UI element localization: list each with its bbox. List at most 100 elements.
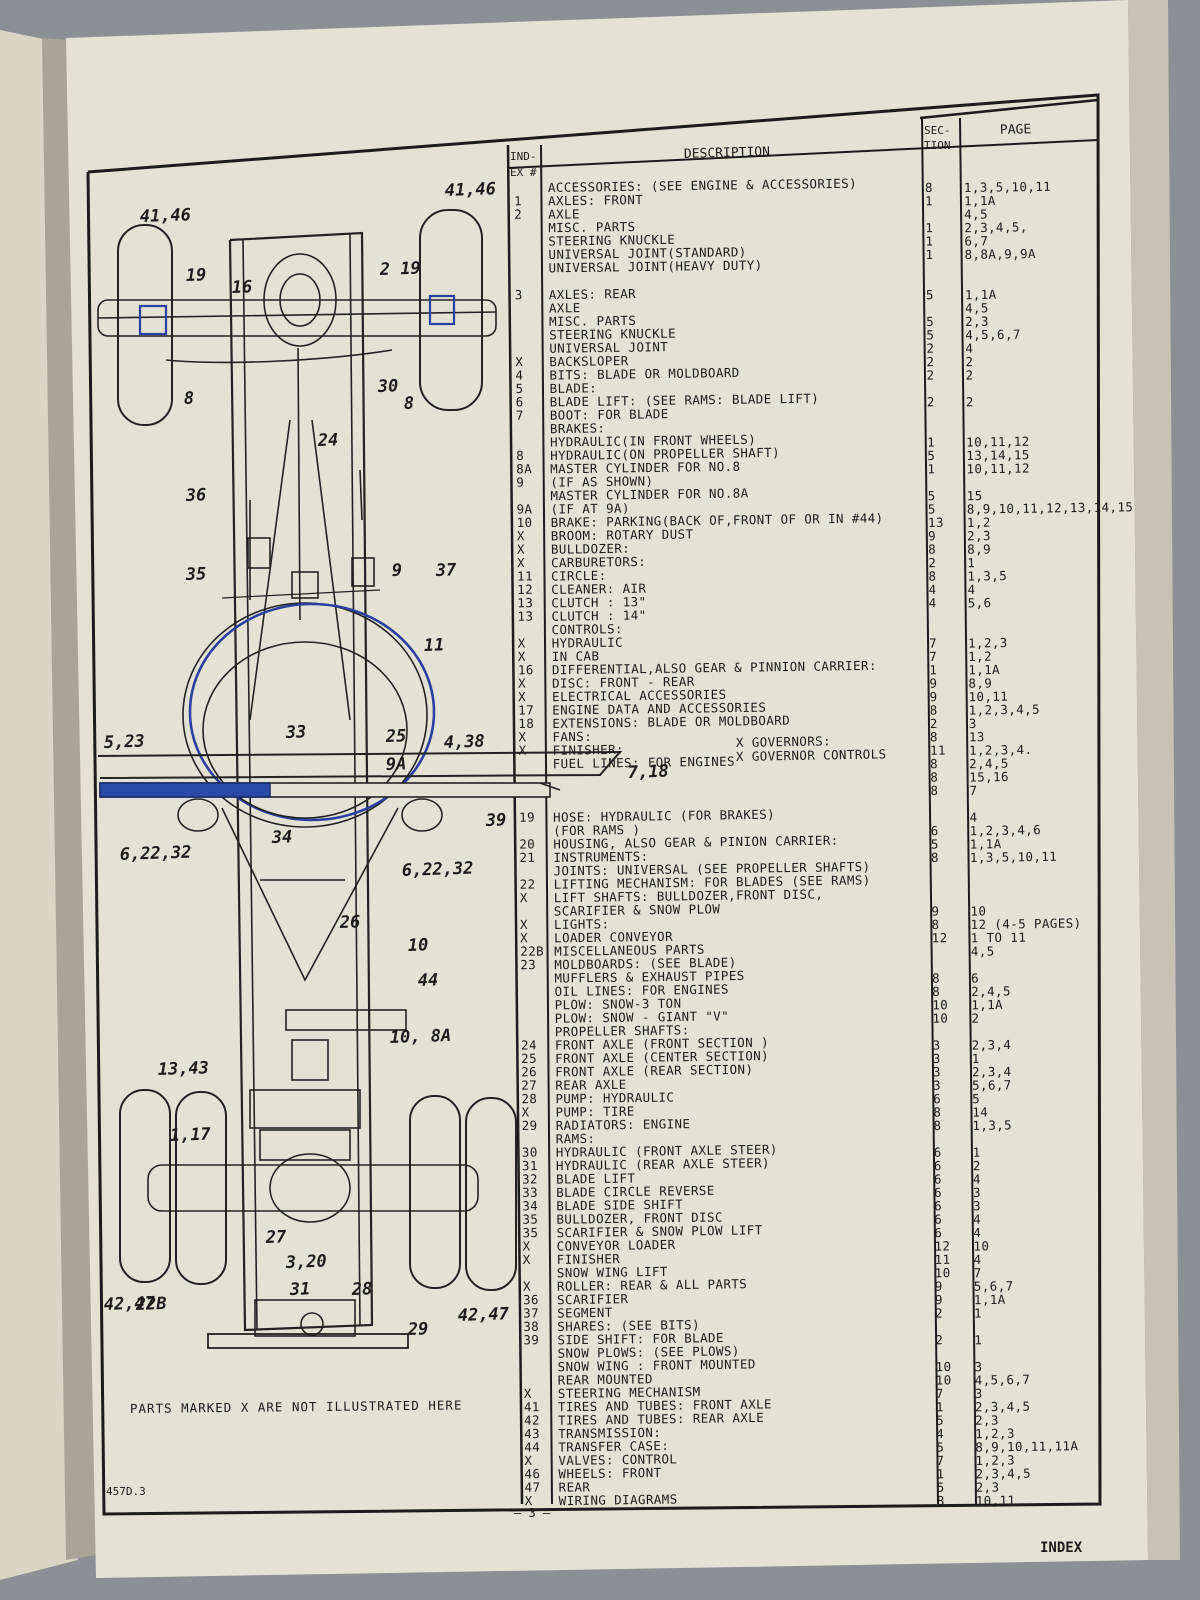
row-section: 3	[933, 1064, 941, 1079]
left-page-edge	[0, 30, 78, 1580]
row-description: BACKSLOPER	[549, 353, 629, 369]
row-description: WIRING DIAGRAMS	[559, 1492, 678, 1509]
row-page: 10	[973, 1238, 989, 1253]
row-index: 20	[519, 836, 535, 851]
row-section: 2	[926, 341, 934, 356]
row-section: 2	[927, 367, 935, 382]
callout-label: 8	[403, 394, 414, 414]
row-section: 2	[926, 354, 934, 369]
row-index: X	[515, 354, 523, 369]
row-description: FRONT AXLE (CENTER SECTION)	[555, 1048, 769, 1066]
row-page: 15	[967, 488, 983, 503]
row-page: 1,1A	[974, 1292, 1006, 1307]
callout-label: 41,46	[139, 205, 191, 227]
row-index: 32	[522, 1171, 538, 1186]
table-row: UNIVERSAL JOINT(HEAVY DUTY)	[548, 257, 762, 275]
row-description: ACCESSORIES: (SEE ENGINE & ACCESSORIES)	[548, 176, 857, 195]
row-page: 2,3,4	[972, 1064, 1012, 1080]
row-index: 42	[524, 1413, 540, 1428]
row-index: 27	[521, 1078, 537, 1093]
row-page: 4	[970, 810, 978, 825]
row-description: BROOM: ROTARY DUST	[551, 526, 694, 543]
row-description: UNIVERSAL JOINT(HEAVY DUTY)	[548, 257, 762, 275]
row-section: 5	[926, 314, 934, 329]
row-description: FUEL LINES: FOR ENGINES	[553, 754, 735, 772]
row-page: 2,4,5	[971, 983, 1011, 999]
row-page: 4	[965, 341, 973, 356]
chassis-diagram	[97, 209, 623, 1349]
governor-controls-entry: X GOVERNOR CONTROLS	[736, 746, 887, 764]
row-description: LIFTING MECHANISM: FOR BLADES (SEE RAMS)	[554, 872, 871, 891]
row-page: 2	[965, 354, 973, 369]
row-page: 2,3,4,5	[975, 1399, 1031, 1415]
row-section: 6	[931, 823, 939, 838]
row-section: 7	[936, 1453, 944, 1468]
row-section: 2	[928, 555, 936, 570]
row-page: 10	[970, 903, 986, 918]
page-number: — 3 —	[514, 1506, 551, 1520]
row-index: 1	[514, 193, 522, 208]
row-description: BITS: BLADE OR MOLDBOARD	[549, 365, 739, 383]
row-page: 5,6	[968, 595, 992, 610]
row-index: 18	[518, 716, 534, 731]
row-index: X	[524, 1386, 532, 1401]
row-section: 1	[925, 193, 933, 208]
row-index: 9A	[516, 501, 532, 516]
page-frame	[86, 93, 1102, 1516]
callout-label: 25	[384, 726, 406, 747]
row-description: MUFFLERS & EXHAUST PIPES	[554, 968, 744, 986]
row-description: SNOW WING : FRONT MOUNTED	[558, 1356, 756, 1374]
page-sheet	[66, 0, 1148, 1578]
row-section: 10	[932, 997, 948, 1012]
row-section: 1	[925, 247, 933, 262]
row-page: 10,11,12	[966, 461, 1030, 477]
row-description: DIFFERENTIAL,ALSO GEAR & PINNION CARRIER…	[552, 658, 877, 678]
callout-label: 16	[231, 277, 252, 298]
callout-label: 31	[288, 1279, 310, 1300]
row-index: 47	[525, 1480, 541, 1495]
row-index: 25	[521, 1051, 537, 1066]
row-index: X	[521, 1104, 529, 1119]
row-page: 3	[974, 1359, 982, 1374]
row-description: CONVEYOR LOADER	[557, 1237, 676, 1254]
row-section: 7	[929, 635, 937, 650]
row-section: 6	[934, 1198, 942, 1213]
row-index: 26	[521, 1064, 537, 1079]
callout-label: 1,17	[169, 1125, 211, 1146]
row-index: 16	[518, 662, 534, 677]
row-page: 4	[973, 1171, 981, 1186]
row-page: 12 (4-5 PAGES)	[970, 915, 1081, 932]
row-page: 1,1A	[970, 836, 1002, 851]
row-description: BLADE:	[549, 380, 597, 396]
row-index: 13	[517, 595, 533, 610]
row-page: 8,9	[967, 541, 991, 556]
row-index: X	[520, 930, 528, 945]
callout-label: 36	[184, 485, 206, 506]
row-section: 9	[928, 528, 936, 543]
row-section: 10	[935, 1265, 951, 1280]
row-description: OIL LINES: FOR ENGINES	[554, 982, 729, 999]
row-description: BRAKE: PARKING(BACK OF,FRONT OF OR IN #4…	[551, 510, 884, 530]
callout-label: 35	[184, 564, 206, 585]
row-index: 44	[524, 1439, 540, 1454]
row-section: 12	[932, 930, 948, 945]
row-description: HYDRAULIC (REAR AXLE STEER)	[556, 1155, 770, 1173]
row-description: AXLES: REAR	[549, 286, 636, 302]
